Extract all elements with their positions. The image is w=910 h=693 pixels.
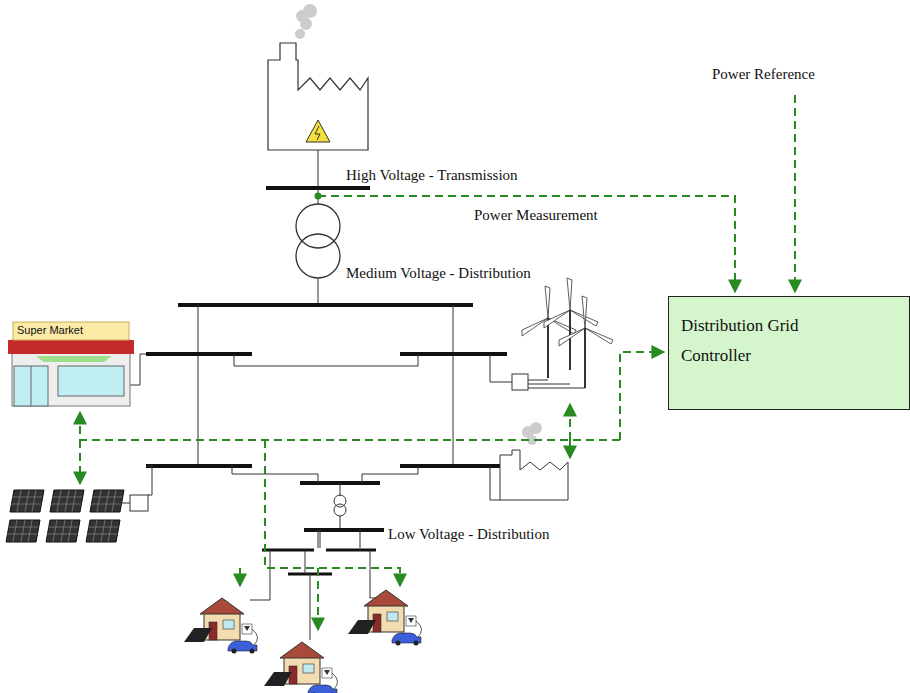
signal-label: Power Measurement [474,207,598,224]
bus-label: Medium Voltage - Distribution [346,265,531,282]
node-text: Distribution Grid Controller [681,311,841,371]
controller-box: Distribution Grid Controller [668,296,910,410]
bus-label: Low Voltage - Distribution [388,526,550,543]
bus-label: High Voltage - Transmission [346,167,518,184]
shop-sign: Super Market [17,325,83,336]
signal-label: Power Reference [712,66,815,83]
